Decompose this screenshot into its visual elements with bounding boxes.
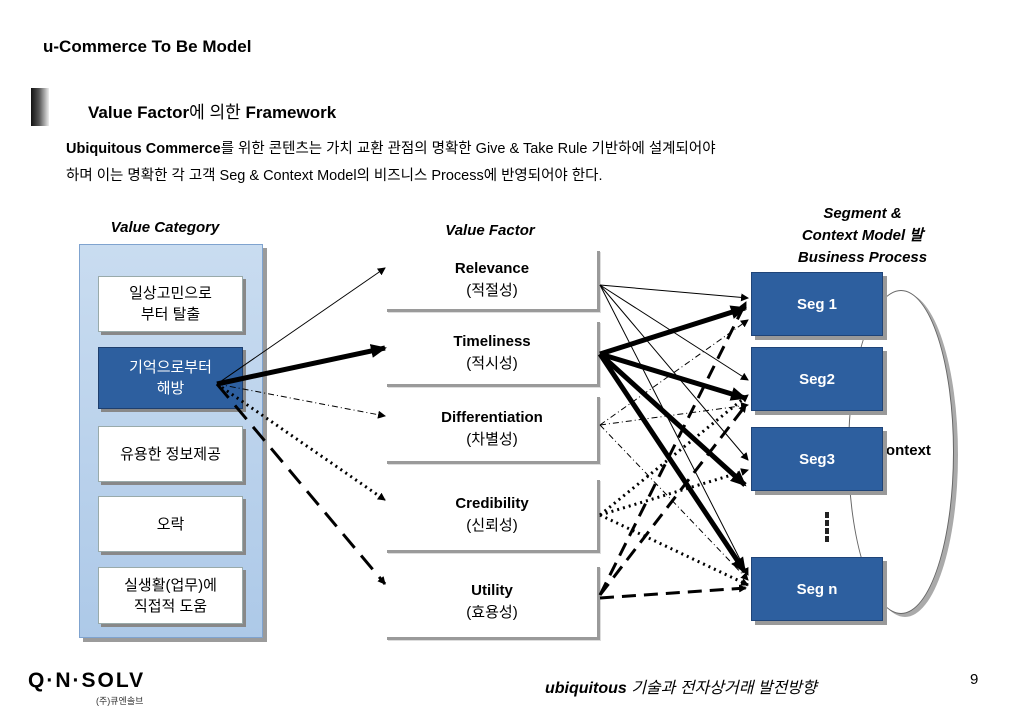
arrow-relevance-seg1 <box>599 284 749 302</box>
page-number: 9 <box>970 671 979 688</box>
factor-utility-name: Utility <box>471 582 513 599</box>
category-5-line2: 직접적 도움 <box>133 597 208 615</box>
segment-box-3: Seg3 <box>751 427 883 491</box>
arrow-cat2-differentiation <box>216 383 386 419</box>
factor-relevance-kr: (적절성) <box>466 282 518 299</box>
arrow-timeliness-segn <box>597 352 748 574</box>
section-accent-bar <box>31 88 49 126</box>
segment-heading: Segment & Context Model 발 Business Proce… <box>770 203 955 269</box>
footer-kr: 기술과 전자상거래 발전방향 <box>626 680 817 697</box>
category-2-line1: 기억으로부터 <box>129 359 212 376</box>
category-5-line1: 실생활(업무)에 <box>124 576 217 594</box>
arrow-utility-segn <box>599 584 747 600</box>
footer-title: ubiquitous 기술과 전자상거래 발전방향 <box>545 674 817 698</box>
factor-timeliness-name: Timeliness <box>453 333 531 350</box>
arrow-cat2-utility <box>215 383 387 585</box>
segment-box-2: Seg2 <box>751 347 883 411</box>
factor-box-timeliness: Timeliness (적시성) <box>387 322 600 387</box>
arrow-relevance-seg3 <box>599 284 749 461</box>
value-factor-heading: Value Factor <box>445 222 535 239</box>
arrow-timeliness-seg2 <box>599 351 747 401</box>
segment-box-1: Seg 1 <box>751 272 883 336</box>
segment-heading-line3: Business Process <box>797 249 928 266</box>
arrow-relevance-segn <box>599 284 749 576</box>
category-4-line1: 오락 <box>156 515 185 533</box>
company-logo-sub: (주)큐엔솔브 <box>96 696 144 706</box>
category-box-3: 유용한 정보제공 <box>98 426 243 482</box>
footer-bold: ubiquitous <box>545 680 627 697</box>
segment-heading-line2: Context Model 발 <box>801 227 924 244</box>
factor-box-relevance: Relevance (적절성) <box>387 251 600 312</box>
arrow-cat2-relevance <box>216 267 386 385</box>
desc-line1-bold: Ubiquitous Commerce <box>66 141 221 157</box>
factor-relevance-name: Relevance <box>454 260 530 277</box>
factor-differentiation-name: Differentiation <box>441 409 543 426</box>
factor-credibility-name: Credibility <box>455 495 529 512</box>
subtitle-bold-2: Framework <box>245 103 337 122</box>
desc-line2: 하며 이는 명확한 각 고객 Seg & Context Model의 비즈니스… <box>66 168 603 184</box>
arrow-differentiation-seg1 <box>599 319 749 426</box>
arrow-timeliness-seg3 <box>598 352 747 487</box>
factor-box-credibility: Credibility (신뢰성) <box>387 480 600 553</box>
subtitle-normal: 에 의한 <box>189 103 246 122</box>
arrow-differentiation-segn <box>599 424 749 581</box>
factor-box-utility: Utility (효용성) <box>387 567 600 640</box>
arrow-utility-seg2 <box>598 404 748 596</box>
arrow-credibility-seg2 <box>599 393 749 517</box>
factor-differentiation-kr: (차별성) <box>466 431 518 448</box>
arrow-differentiation-seg2 <box>599 401 749 426</box>
arrow-cat2-credibility <box>216 382 386 502</box>
category-1-line1: 일상고민으로 <box>129 285 212 302</box>
arrow-utility-seg1 <box>598 301 748 596</box>
category-2-line2: 해방 <box>156 380 185 397</box>
subtitle-bold-1: Value Factor <box>88 103 190 122</box>
arrow-credibility-seg3 <box>599 468 749 517</box>
category-1-line2: 부터 탈출 <box>140 306 201 323</box>
factor-timeliness-kr: (적시성) <box>466 355 518 372</box>
category-box-4: 오락 <box>98 496 243 552</box>
section-subtitle: Value Factor에 의한 Framework <box>88 98 336 123</box>
segment-heading-line1: Segment & <box>823 205 902 222</box>
company-logo: Q·N·SOLV <box>28 669 146 692</box>
factor-utility-kr: (효용성) <box>466 604 518 621</box>
arrow-cat2-timeliness <box>216 344 387 387</box>
description: Ubiquitous Commerce를 위한 콘텐츠는 가치 교환 관점의 명… <box>66 136 966 190</box>
ellipsis-dots <box>822 512 832 544</box>
page-title: u-Commerce To Be Model <box>43 37 252 56</box>
context-label: Context <box>875 442 931 459</box>
category-3-line1: 유용한 정보제공 <box>120 445 221 463</box>
arrow-timeliness-seg1 <box>599 305 747 357</box>
desc-line1-rest: 를 위한 콘텐츠는 가치 교환 관점의 명확한 Give & Take Rule… <box>220 141 716 157</box>
factor-credibility-kr: (신뢰성) <box>466 517 518 534</box>
segment-box-n: Seg n <box>751 557 883 621</box>
value-category-heading: Value Category <box>110 219 220 236</box>
factor-box-differentiation: Differentiation (차별성) <box>387 397 600 464</box>
